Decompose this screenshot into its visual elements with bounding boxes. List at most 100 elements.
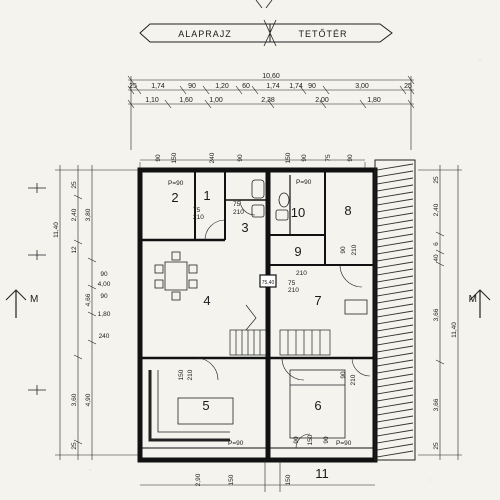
roof-hatch-line: [376, 338, 414, 346]
paper-texture: [19, 59, 481, 481]
opening-210-b: 210: [233, 209, 244, 216]
roof-hatch-line: [376, 408, 414, 416]
dim-total-width: 10,60: [262, 73, 280, 80]
room-1: 1: [203, 188, 210, 203]
dim-left-inner-2: 4,90: [85, 393, 92, 406]
left-dim-labels: 11,40 25 2,40 12 90 4,00 90 1,80 240 3,6…: [53, 181, 111, 450]
roof-hatch-line: [376, 387, 414, 395]
roof-hatch-line: [376, 191, 414, 199]
roof-hatch-line: [376, 275, 414, 283]
room-6: 6: [314, 398, 321, 413]
bed-room-6: [289, 369, 346, 439]
dim-right-6: 25: [433, 442, 440, 450]
room-8: 8: [344, 203, 351, 218]
opening-210-f: 210: [187, 369, 194, 380]
roof-hatch-line: [376, 443, 414, 451]
roof-hatch-line: [376, 247, 414, 255]
dim-row1-1: 1,74: [151, 83, 165, 90]
dim-row2-3: 2,38: [261, 97, 275, 104]
roof-hatch-line: [376, 296, 414, 304]
dim-bottom-2: 150: [285, 474, 292, 485]
roof-hatch-line: [376, 359, 414, 367]
opening-150: 150: [178, 369, 185, 380]
roof-hatch-line: [376, 177, 414, 185]
room-numbers: 1 2 3 4 5 6 7 8 9 10 11: [171, 188, 351, 481]
roof-hatch-line: [376, 352, 414, 360]
dining-table: [164, 261, 188, 291]
room-7: 7: [314, 293, 321, 308]
dim-row1-6: 90: [308, 83, 316, 90]
dim-row1-5: 1,74: [266, 83, 280, 90]
room-2: 2: [171, 190, 178, 205]
dim-right-4: 3,66: [433, 308, 440, 321]
opening-210-g: 210: [350, 374, 357, 385]
roof-hatch-line: [376, 324, 414, 332]
dim-int-4: 150: [285, 152, 292, 163]
roof-hatch-line: [376, 261, 414, 269]
dim-left-8: 3,60: [71, 393, 78, 406]
dim-row2-5: 1,80: [367, 97, 381, 104]
opening-75: 75: [193, 207, 201, 214]
dim-int-0: 90: [155, 154, 162, 162]
dim-right-far: 11,40: [451, 322, 458, 338]
dim-left-far: 11,40: [53, 222, 60, 238]
dim-row2-1: 1,60: [179, 97, 193, 104]
section-marker-right-label: M: [469, 294, 477, 305]
left-dimension-lines: [55, 165, 140, 460]
dim-row1-7: 1,74: [289, 83, 303, 90]
dim-row1-9: 25: [404, 83, 412, 90]
dim-int-2: 240: [209, 152, 216, 163]
roof-hatch-line: [376, 198, 414, 206]
dim-row2-0: 1,10: [145, 97, 159, 104]
roof-hatch-line: [376, 184, 414, 192]
furniture: [148, 179, 368, 442]
roof-hatch-line: [376, 331, 414, 339]
living-sofa-table: [177, 397, 234, 425]
dim-row1-4: 60: [242, 83, 250, 90]
opening-210-c: 210: [288, 287, 299, 294]
interior-top-labels: 90 150 240 90 150 90 75 90: [155, 152, 354, 163]
roof-hatch-line: [376, 303, 414, 311]
roof-hatch-line: [376, 205, 414, 213]
header-left-label: ALAPRAJZ: [178, 29, 232, 39]
chimney: 75,40: [259, 274, 277, 288]
room-5: 5: [202, 398, 209, 413]
dim-int-1: 150: [171, 152, 178, 163]
dim-bottom-0: 2,90: [195, 473, 202, 486]
dim-lower-1: 150: [307, 434, 314, 445]
opening-75-c: 75: [288, 280, 296, 287]
roof-hatch: [374, 159, 416, 461]
roof-hatch-line: [376, 254, 414, 262]
north-marker: [255, 0, 273, 9]
bottom-dim-labels: 2,90 150 150 90 150 90: [195, 434, 330, 486]
roof-hatch-line: [376, 289, 414, 297]
dim-left-2: 12: [71, 246, 78, 254]
dim-row2-4: 2,00: [315, 97, 329, 104]
roof-hatch-line: [376, 429, 414, 437]
dim-row-1: 25 1,74 90 1,20 60 1,74 90 1,74 3,00 25: [129, 83, 412, 90]
dim-left-4: 4,00: [98, 281, 111, 288]
roof-hatch-line: [376, 394, 414, 402]
opening-p90-2: P=90: [296, 179, 312, 186]
roof-hatch-line: [376, 310, 414, 318]
opening-p90-1: P=90: [168, 180, 184, 187]
header-right-label: TETŐTÉR: [299, 29, 348, 39]
opening-p90-3: P=90: [228, 440, 244, 447]
dim-lower-2: 90: [323, 436, 330, 444]
roof-hatch-line: [376, 317, 414, 325]
room-3: 3: [241, 220, 248, 235]
dim-left-3: 90: [100, 271, 108, 278]
section-marker-right: M: [469, 289, 491, 318]
dim-int-3: 90: [237, 154, 244, 162]
right-dimension-lines: [418, 165, 462, 460]
dim-right-3: 40: [433, 254, 440, 262]
dim-left-1: 2,40: [71, 208, 78, 221]
dim-left-5: 90: [100, 293, 108, 300]
dim-lower-0: 90: [293, 436, 300, 444]
room-9: 9: [294, 244, 301, 259]
opening-210-e: 210: [351, 244, 358, 255]
dim-right-0: 25: [433, 176, 440, 184]
room-10: 10: [291, 205, 305, 220]
dim-row1-8: 3,00: [355, 83, 369, 90]
roof-hatch-line: [376, 282, 414, 290]
